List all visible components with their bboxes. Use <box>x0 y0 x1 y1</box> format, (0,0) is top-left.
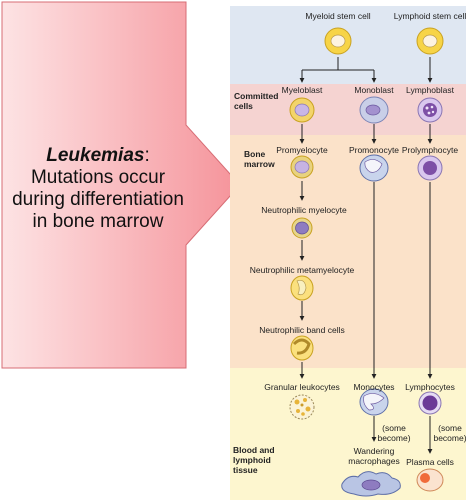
callout-arrow <box>1 1 240 369</box>
label-promyelocyte: Promyelocyte <box>276 145 328 155</box>
callout-line-3: in bone marrow <box>32 211 164 232</box>
lymphocyte-icon <box>418 391 442 415</box>
label-lymphoid-stem-cell: Lymphoid stem cell <box>393 11 466 21</box>
callout-text: Leukemias: Mutations occur during differ… <box>8 145 188 233</box>
wandering-macrophage-icon <box>341 471 401 497</box>
monocyte-icon <box>359 388 389 416</box>
promonocyte-icon <box>359 154 389 182</box>
label-neutrophilic-myelocyte: Neutrophilic myelocyte <box>261 205 347 215</box>
label-neutrophilic-band-cells: Neutrophilic band cells <box>259 325 345 335</box>
label-lymphocytes: Lymphocytes <box>405 382 455 392</box>
callout-line-1: Mutations occur <box>30 167 166 188</box>
label-prolymphocyte: Prolymphocyte <box>401 145 459 155</box>
label-neutrophilic-metamyelocyte: Neutrophilic metamyelocyte <box>249 265 355 275</box>
neutrophilic-band-cell-icon <box>290 335 314 361</box>
prolymphocyte-icon <box>417 155 443 181</box>
neutrophilic-metamyelocyte-icon <box>290 275 314 301</box>
myeloblast-icon <box>289 97 315 123</box>
callout-title: Leukemias: <box>46 145 150 166</box>
lymphoblast-icon <box>417 97 443 123</box>
label-lymphoblast: Lymphoblast <box>406 85 454 95</box>
myeloid-stem-cell-icon <box>324 27 352 55</box>
plasma-cell-icon <box>416 468 444 492</box>
label-plasma-cells: Plasma cells <box>406 457 454 467</box>
monoblast-icon <box>359 96 389 124</box>
neutrophilic-myelocyte-icon <box>291 217 313 239</box>
label-myeloid-stem-cell: Myeloid stem cell <box>305 11 371 21</box>
label-granular-leukocytes: Granular leukocytes <box>264 382 340 392</box>
label-myeloblast: Myeloblast <box>281 85 323 95</box>
label-promonocyte: Promonocyte <box>348 145 400 155</box>
promyelocyte-icon <box>290 155 314 179</box>
label-monocytes: Monocytes <box>353 382 395 392</box>
granular-leukocytes-icon <box>289 394 315 420</box>
callout-line-2: during differentiation <box>12 189 184 210</box>
label-monoblast: Monoblast <box>354 85 394 95</box>
lymphoid-stem-cell-icon <box>416 27 444 55</box>
